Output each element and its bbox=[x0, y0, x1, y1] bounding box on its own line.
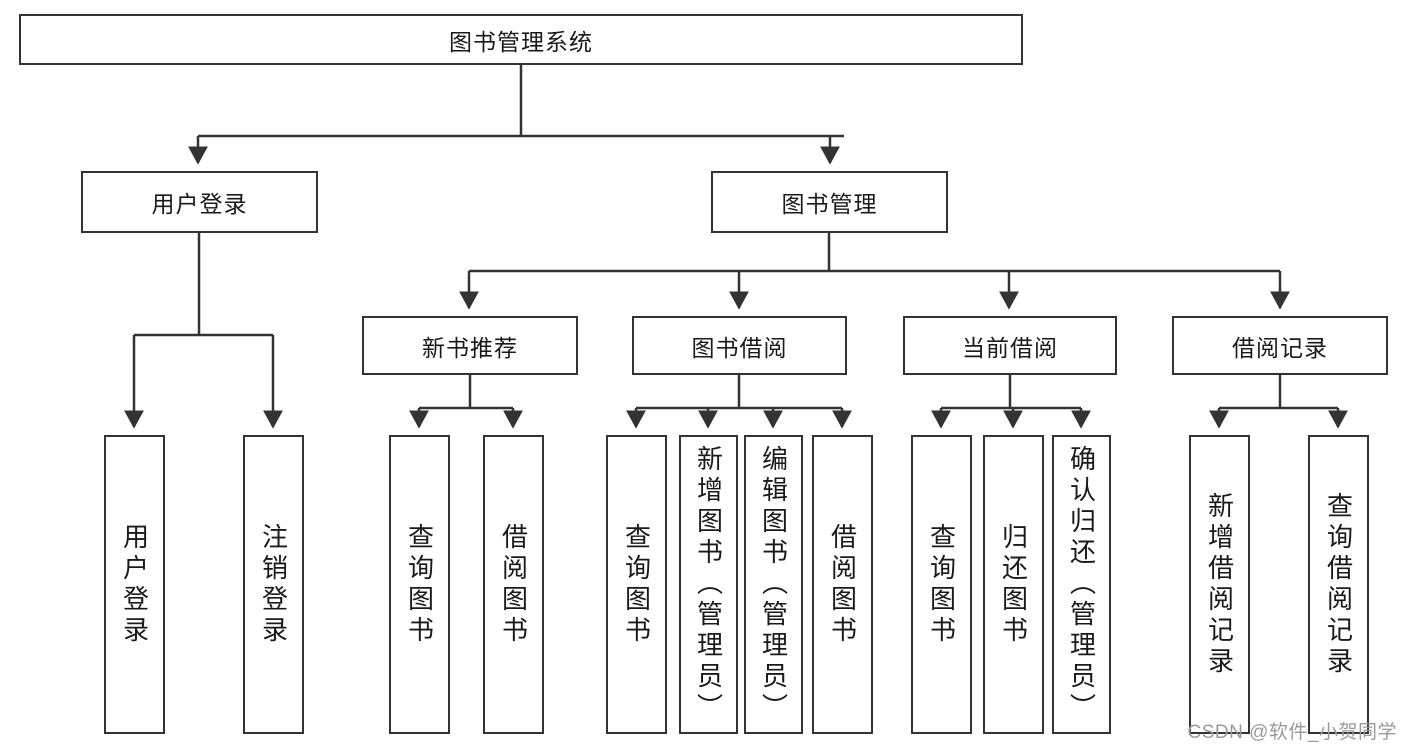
leaf-br-add-record[interactable]: 新增借阅记录 bbox=[1189, 435, 1250, 734]
node-new-book-recommend[interactable]: 新书推荐 bbox=[362, 316, 578, 375]
leaf-rec-query-book[interactable]: 查询图书 bbox=[389, 435, 450, 734]
leaf-cb-return-book[interactable]: 归还图书 bbox=[983, 435, 1044, 734]
leaf-bb-edit-book-admin[interactable]: 编辑图书（管理员） bbox=[744, 435, 803, 734]
node-book-borrow[interactable]: 图书借阅 bbox=[632, 316, 847, 375]
watermark-text: CSDN @软件_小贺同学 bbox=[1187, 722, 1397, 743]
leaf-br-query-record[interactable]: 查询借阅记录 bbox=[1308, 435, 1369, 734]
node-user-login[interactable]: 用户登录 bbox=[81, 171, 318, 233]
leaf-bb-add-book-admin[interactable]: 新增图书（管理员） bbox=[679, 435, 738, 734]
leaf-cb-query-book[interactable]: 查询图书 bbox=[911, 435, 972, 734]
leaf-bb-query-book[interactable]: 查询图书 bbox=[606, 435, 667, 734]
node-current-borrow[interactable]: 当前借阅 bbox=[903, 316, 1117, 375]
leaf-user-login[interactable]: 用户登录 bbox=[104, 435, 165, 734]
leaf-logout-login[interactable]: 注销登录 bbox=[243, 435, 304, 734]
node-book-admin[interactable]: 图书管理 bbox=[711, 171, 948, 233]
node-borrow-record[interactable]: 借阅记录 bbox=[1172, 316, 1388, 375]
leaf-bb-borrow-book[interactable]: 借阅图书 bbox=[812, 435, 873, 734]
leaf-rec-borrow-book[interactable]: 借阅图书 bbox=[483, 435, 544, 734]
leaf-cb-confirm-return-admin[interactable]: 确认归还（管理员） bbox=[1052, 435, 1111, 734]
node-root[interactable]: 图书管理系统 bbox=[19, 14, 1023, 65]
